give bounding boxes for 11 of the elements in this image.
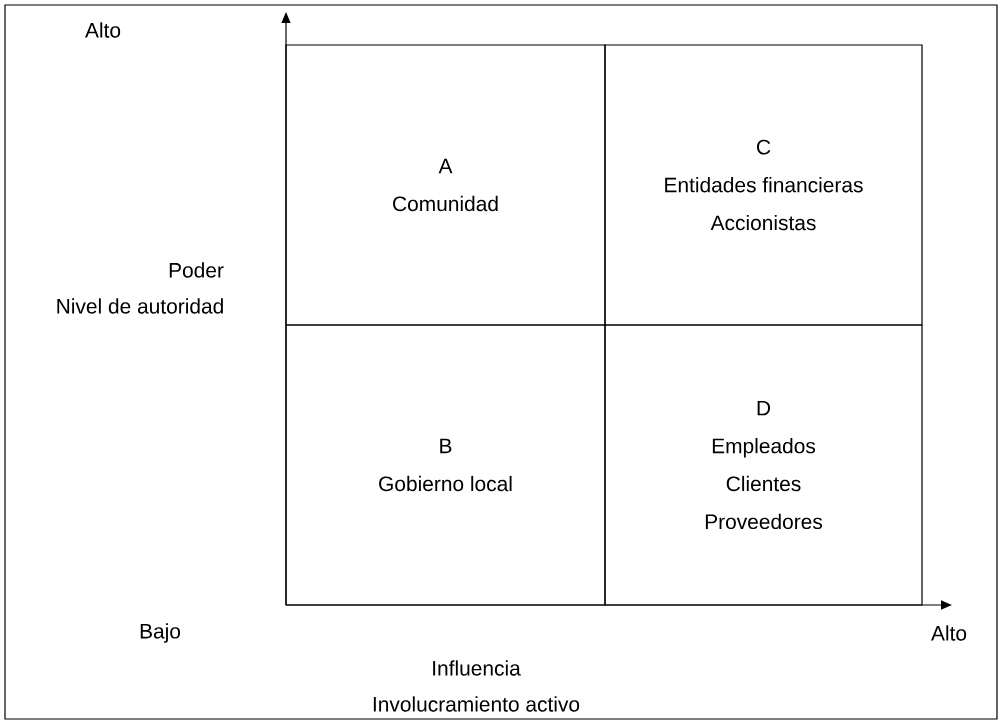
quadrant-box: D Empleados Clientes Proveedores [604,324,923,606]
axis-label: Influencia [433,660,521,676]
axis-label: Involucramiento activo [373,696,580,712]
axis-label: Alto [931,625,967,641]
axis-label: Alto [85,22,121,38]
axis-label: Bajo [140,623,181,643]
axis-label: Nivel de autoridad [57,298,223,314]
quadrant-box: C Entidades financieras Accionistas [604,44,923,326]
quadrant-box: A Comunidad [285,44,606,326]
axis-label: Poder [169,262,224,278]
quadrant-box: B Gobierno local [285,324,606,606]
